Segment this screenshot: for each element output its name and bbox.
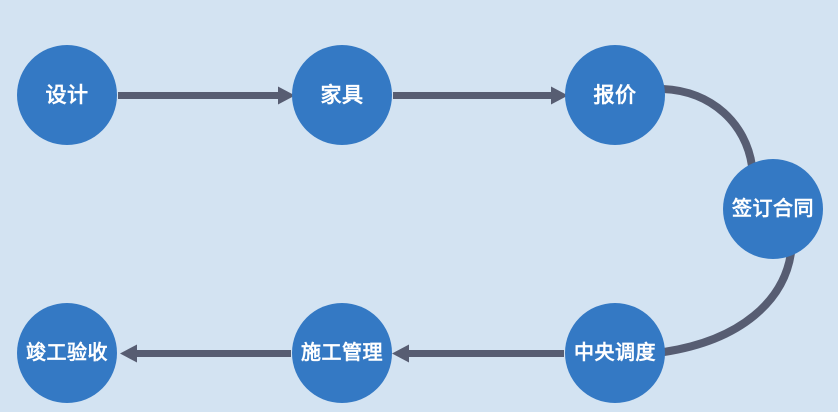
- node-furniture[interactable]: 家具: [292, 45, 392, 145]
- arrowhead-left-icon: [392, 344, 409, 363]
- node-label-contract: 签订合同: [732, 198, 814, 220]
- edge-curve: [663, 252, 795, 356]
- node-design[interactable]: 设计: [17, 45, 117, 145]
- edge-design-to-furniture: [118, 86, 295, 105]
- node-label-design: 设计: [45, 83, 89, 107]
- node-acceptance[interactable]: 竣工验收: [17, 303, 117, 403]
- node-construction[interactable]: 施工管理: [292, 303, 392, 403]
- node-label-furniture: 家具: [320, 83, 364, 107]
- node-label-quotation: 报价: [593, 83, 637, 107]
- edge-furniture-to-quotation: [393, 86, 568, 105]
- edge-construction-to-acceptance: [120, 344, 291, 363]
- arrowhead-right-icon: [278, 86, 295, 105]
- node-label-construction: 施工管理: [301, 342, 383, 364]
- node-quotation[interactable]: 报价: [565, 45, 665, 145]
- node-label-acceptance: 竣工验收: [26, 342, 108, 364]
- node-label-dispatch: 中央调度: [574, 342, 656, 364]
- arrowhead-left-icon: [120, 344, 137, 363]
- node-contract[interactable]: 签订合同: [723, 159, 823, 259]
- edge-quotation-to-contract: [662, 85, 756, 167]
- arrowhead-right-icon: [551, 86, 568, 105]
- edge-contract-to-dispatch: [663, 252, 795, 356]
- edge-dispatch-to-construction: [392, 344, 564, 363]
- edge-curve: [662, 85, 756, 167]
- node-dispatch[interactable]: 中央调度: [565, 303, 665, 403]
